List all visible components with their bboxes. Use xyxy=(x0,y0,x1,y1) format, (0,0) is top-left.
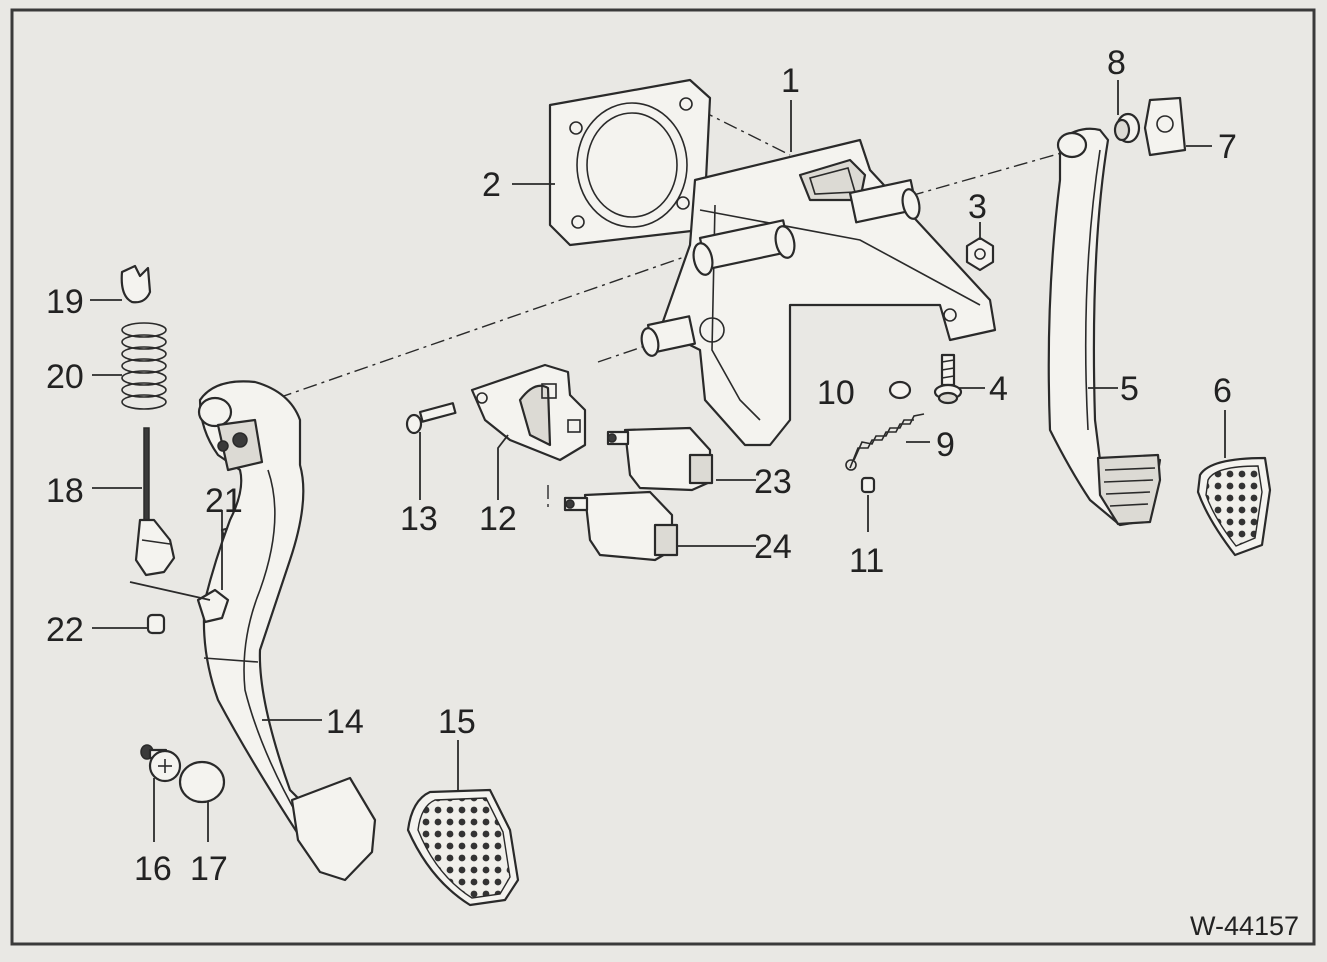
part-13-screw xyxy=(405,402,457,435)
callout-11: 11 xyxy=(849,542,884,580)
part-23-brake-switch xyxy=(606,426,714,492)
callout-19: 19 xyxy=(46,283,84,321)
callout-13: 13 xyxy=(400,500,438,538)
part-14-clutch-pedal-arm xyxy=(196,380,377,882)
part-2-gasket-plate xyxy=(548,78,712,247)
leader-lines xyxy=(90,80,1226,842)
callout-24: 24 xyxy=(754,528,792,566)
alignment-lines xyxy=(277,109,1066,510)
part-1-pedal-bracket xyxy=(640,138,997,447)
callout-14: 14 xyxy=(326,703,364,741)
part-15-pedal-pad xyxy=(406,788,520,907)
callout-8: 8 xyxy=(1107,44,1126,82)
callout-22: 22 xyxy=(46,611,84,649)
figure-code: W-44157 xyxy=(1190,911,1299,941)
part-6-pedal-pad xyxy=(1196,456,1272,557)
part-20-spring xyxy=(121,322,167,410)
callout-4: 4 xyxy=(989,370,1008,408)
callout-1: 1 xyxy=(781,62,800,100)
callout-2: 2 xyxy=(482,166,501,204)
callout-3: 3 xyxy=(968,188,987,226)
callout-12: 12 xyxy=(479,500,517,538)
callout-17: 17 xyxy=(190,850,228,888)
callout-18: 18 xyxy=(46,472,84,510)
part-19-retainer xyxy=(120,264,152,304)
callout-16: 16 xyxy=(134,850,172,888)
part-9-spring xyxy=(845,413,925,471)
callout-10: 10 xyxy=(817,374,855,412)
part-24-clutch-switch xyxy=(563,490,679,562)
callout-5: 5 xyxy=(1120,370,1139,408)
part-16-screw xyxy=(140,744,182,783)
part-4-bolt xyxy=(933,353,963,405)
part-8-bushing xyxy=(1113,112,1141,144)
part-7-retaining-clip xyxy=(1143,96,1187,157)
part-11-clip xyxy=(860,476,876,494)
callout-21: 21 xyxy=(205,482,243,520)
callout-7: 7 xyxy=(1218,128,1237,166)
callout-20: 20 xyxy=(46,358,84,396)
part-18-spring-rod xyxy=(134,427,176,577)
part-22-clip xyxy=(146,613,166,635)
part-12-switch-bracket xyxy=(470,363,587,462)
callout-15: 15 xyxy=(438,703,476,741)
callout-6: 6 xyxy=(1213,372,1232,410)
callout-23: 23 xyxy=(754,463,792,501)
diagram-frame xyxy=(10,8,1316,946)
part-17-cap xyxy=(178,760,226,804)
part-5-pedal-arm xyxy=(1047,127,1162,527)
part-3-nut xyxy=(965,236,995,272)
callout-9: 9 xyxy=(936,426,955,464)
part-10-nut xyxy=(888,380,912,400)
